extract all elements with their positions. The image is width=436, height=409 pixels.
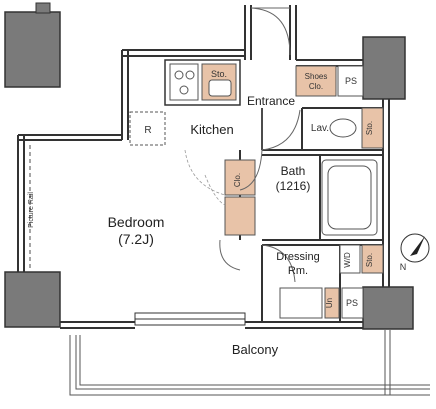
lav-storage-label: Sto.	[365, 121, 374, 135]
column-bottom-right	[362, 286, 414, 330]
bath-door	[239, 149, 263, 191]
bath-size-label: (1216)	[276, 179, 311, 193]
north-label: N	[400, 262, 407, 272]
kitchen-label: Kitchen	[190, 122, 233, 137]
walk-door-label: W/D	[343, 252, 352, 268]
dressing-storage-label: Sto.	[365, 253, 374, 267]
dressing-storage	[361, 244, 384, 274]
utility-box	[324, 287, 340, 319]
ps-bottom-label: PS	[346, 298, 358, 308]
structural-columns	[4, 2, 414, 330]
dressing-door	[261, 244, 296, 283]
washer-area	[339, 244, 361, 274]
room-labels: Entrance Kitchen Bath (1216) Bedroom (7.…	[108, 94, 320, 357]
utility-label: Un	[325, 298, 334, 308]
entrance-door	[250, 7, 291, 56]
kitchen-door	[261, 108, 301, 151]
kitchen-storage-label: Sto.	[211, 69, 227, 79]
shoes-closet-label-2: Clo.	[309, 82, 323, 91]
bath-label: Bath	[281, 164, 306, 178]
closet-upper	[224, 159, 256, 196]
lavatory	[329, 107, 384, 149]
bedroom-size-label: (7.2J)	[118, 231, 154, 247]
balcony-railing	[69, 330, 430, 396]
stove	[169, 63, 199, 101]
door-swings	[219, 7, 301, 283]
dressing-suffix-label: Rm.	[288, 265, 308, 277]
shoes-closet-label-1: Shoes	[305, 72, 328, 81]
swing-guides	[184, 149, 226, 206]
ps-top-label: PS	[345, 76, 357, 86]
column-top-left	[4, 11, 61, 88]
ps-bottom-box	[341, 287, 364, 319]
bedroom-label: Bedroom	[108, 214, 165, 230]
shoes-closet	[295, 65, 337, 97]
entrance-label: Entrance	[247, 94, 295, 108]
column-top-right	[362, 36, 406, 100]
picture-rail-label: Picture Rail	[28, 192, 35, 228]
column-bottom-left	[4, 271, 61, 328]
closet-lower	[224, 196, 256, 236]
bedroom-window	[134, 312, 246, 326]
closet-label: Clo.	[233, 173, 242, 187]
balcony-label: Balcony	[232, 342, 279, 357]
refrigerator-label: R	[144, 125, 151, 136]
vanity-unit	[279, 287, 323, 319]
refrigerator	[129, 111, 166, 146]
north-arrow-icon: N	[400, 233, 430, 272]
kitchen-counter	[164, 59, 241, 106]
lavatory-label: Lav.	[311, 123, 329, 134]
fixture-labels: Sto. Shoes Clo. PS Lav. Sto. R Clo. W/D …	[28, 69, 374, 308]
dressing-label: Dressing	[276, 251, 319, 263]
bathtub	[321, 159, 378, 236]
column-top-stub	[35, 2, 51, 14]
bedroom-door	[219, 239, 241, 271]
sink	[208, 79, 232, 97]
ps-top-box	[337, 65, 364, 97]
